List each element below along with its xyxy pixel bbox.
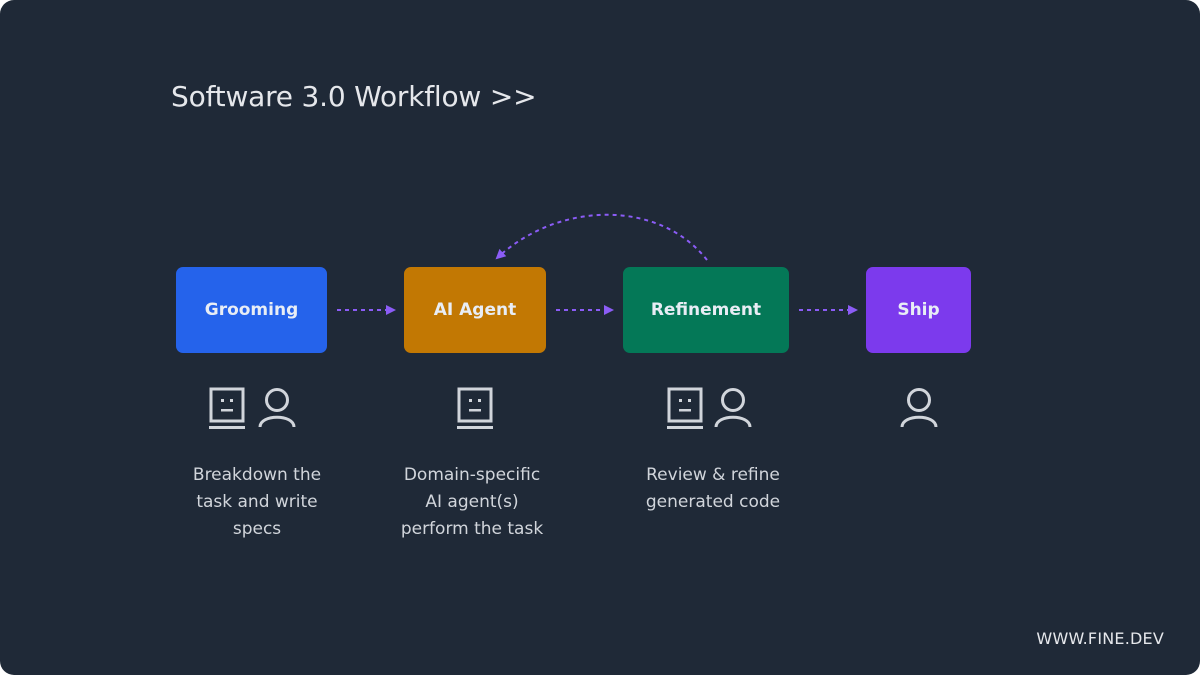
step-label: AI Agent — [433, 300, 517, 320]
step-refinement: Refinement — [623, 267, 789, 353]
page-title: Software 3.0 Workflow >> — [171, 80, 537, 113]
description-line: Review & refine — [646, 465, 780, 485]
step-grooming: Grooming — [176, 267, 327, 353]
robot-icon — [667, 387, 703, 429]
person-icon — [714, 388, 752, 428]
step-ship: Ship — [866, 267, 971, 353]
description-line: Breakdown the — [192, 465, 322, 485]
person-icon — [258, 388, 296, 428]
footer-url: WWW.FINE.DEV — [1036, 629, 1164, 648]
step-label: Grooming — [204, 300, 299, 320]
description-line: specs — [232, 519, 282, 539]
step-ai-agent: AI Agent — [404, 267, 546, 353]
person-icon — [900, 388, 938, 428]
robot-icon — [209, 387, 245, 429]
description-line: task and write — [196, 492, 318, 512]
step-label: Ship — [897, 300, 940, 320]
step-description-grooming: Breakdown the task and write specs — [157, 462, 357, 543]
arrow-refinement-back-to-ai-agent — [495, 213, 708, 261]
step-description-refinement: Review & refine generated code — [613, 462, 813, 516]
robot-icon — [457, 387, 493, 429]
description-line: AI agent(s) — [425, 492, 519, 512]
step-label: Refinement — [650, 300, 762, 320]
description-line: Domain-specific — [403, 465, 541, 485]
description-line: perform the task — [400, 519, 544, 539]
description-line: generated code — [645, 492, 781, 512]
step-description-ai-agent: Domain-specific AI agent(s) perform the … — [372, 462, 572, 543]
